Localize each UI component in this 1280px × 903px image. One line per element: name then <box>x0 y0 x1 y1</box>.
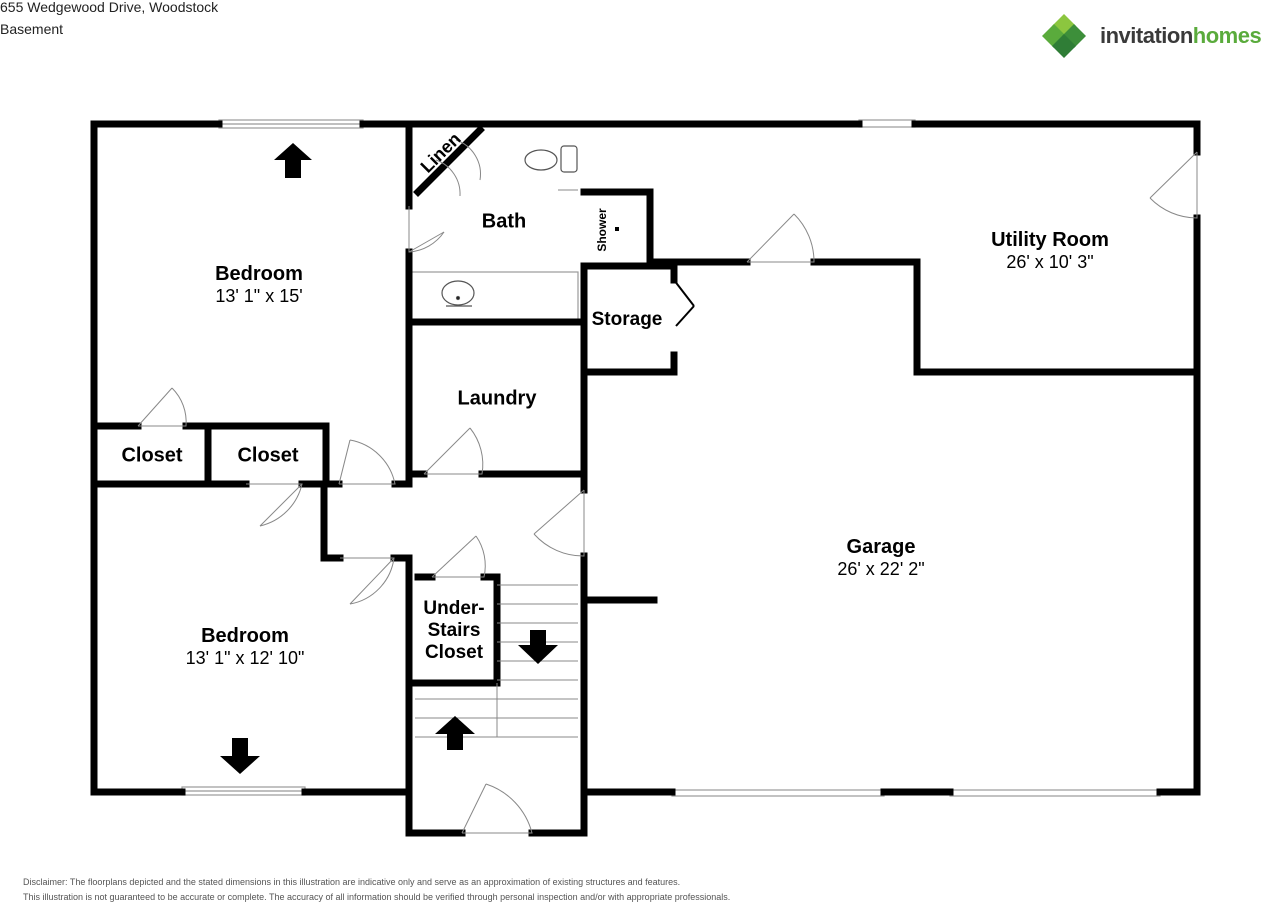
arrow-down-icon <box>518 630 558 664</box>
room-closet-right: Closet <box>237 444 299 467</box>
room-garage: Garage 26' x 22' 2" <box>837 536 925 580</box>
room-bedroom-bottom: Bedroom 13' 1" x 12' 10" <box>185 625 305 669</box>
room-storage: Storage <box>591 309 663 331</box>
doors <box>137 139 1198 834</box>
room-bath: Bath <box>481 210 527 233</box>
room-laundry: Laundry <box>457 387 537 410</box>
room-under-stairs-closet: Under- Stairs Closet <box>423 598 485 663</box>
disclaimer-line-2: This illustration is not guaranteed to b… <box>23 892 731 902</box>
window-utility <box>858 119 916 128</box>
room-shower: Shower <box>595 208 609 252</box>
shower-drain-icon <box>615 227 619 231</box>
invitation-homes-logo: invitationhomes <box>1042 12 1280 60</box>
disclaimer-line-1: Disclaimer: The floorplans depicted and … <box>23 877 681 887</box>
logo-text: invitationhomes <box>1100 23 1262 48</box>
room-bedroom-top: Bedroom 13' 1" x 15' <box>215 263 303 307</box>
arrows <box>220 143 558 774</box>
arrow-up-icon <box>435 716 475 750</box>
toilet-icon <box>524 145 578 173</box>
floor-level-label: Basement <box>0 21 64 37</box>
room-utility: Utility Room 26' x 10' 3" <box>991 229 1109 273</box>
arrow-down-icon <box>220 738 260 774</box>
property-address: 655 Wedgewood Drive, Woodstock <box>0 0 219 15</box>
garage-door-1 <box>671 789 885 797</box>
sink-icon <box>441 280 475 307</box>
walls <box>90 120 1201 837</box>
garage-door-2 <box>949 789 1161 797</box>
windows <box>181 119 1161 797</box>
vanity-counter <box>407 271 579 321</box>
arrow-up-icon <box>274 143 312 178</box>
logo-mark-icon <box>1042 14 1086 58</box>
room-closet-left: Closet <box>121 444 183 467</box>
